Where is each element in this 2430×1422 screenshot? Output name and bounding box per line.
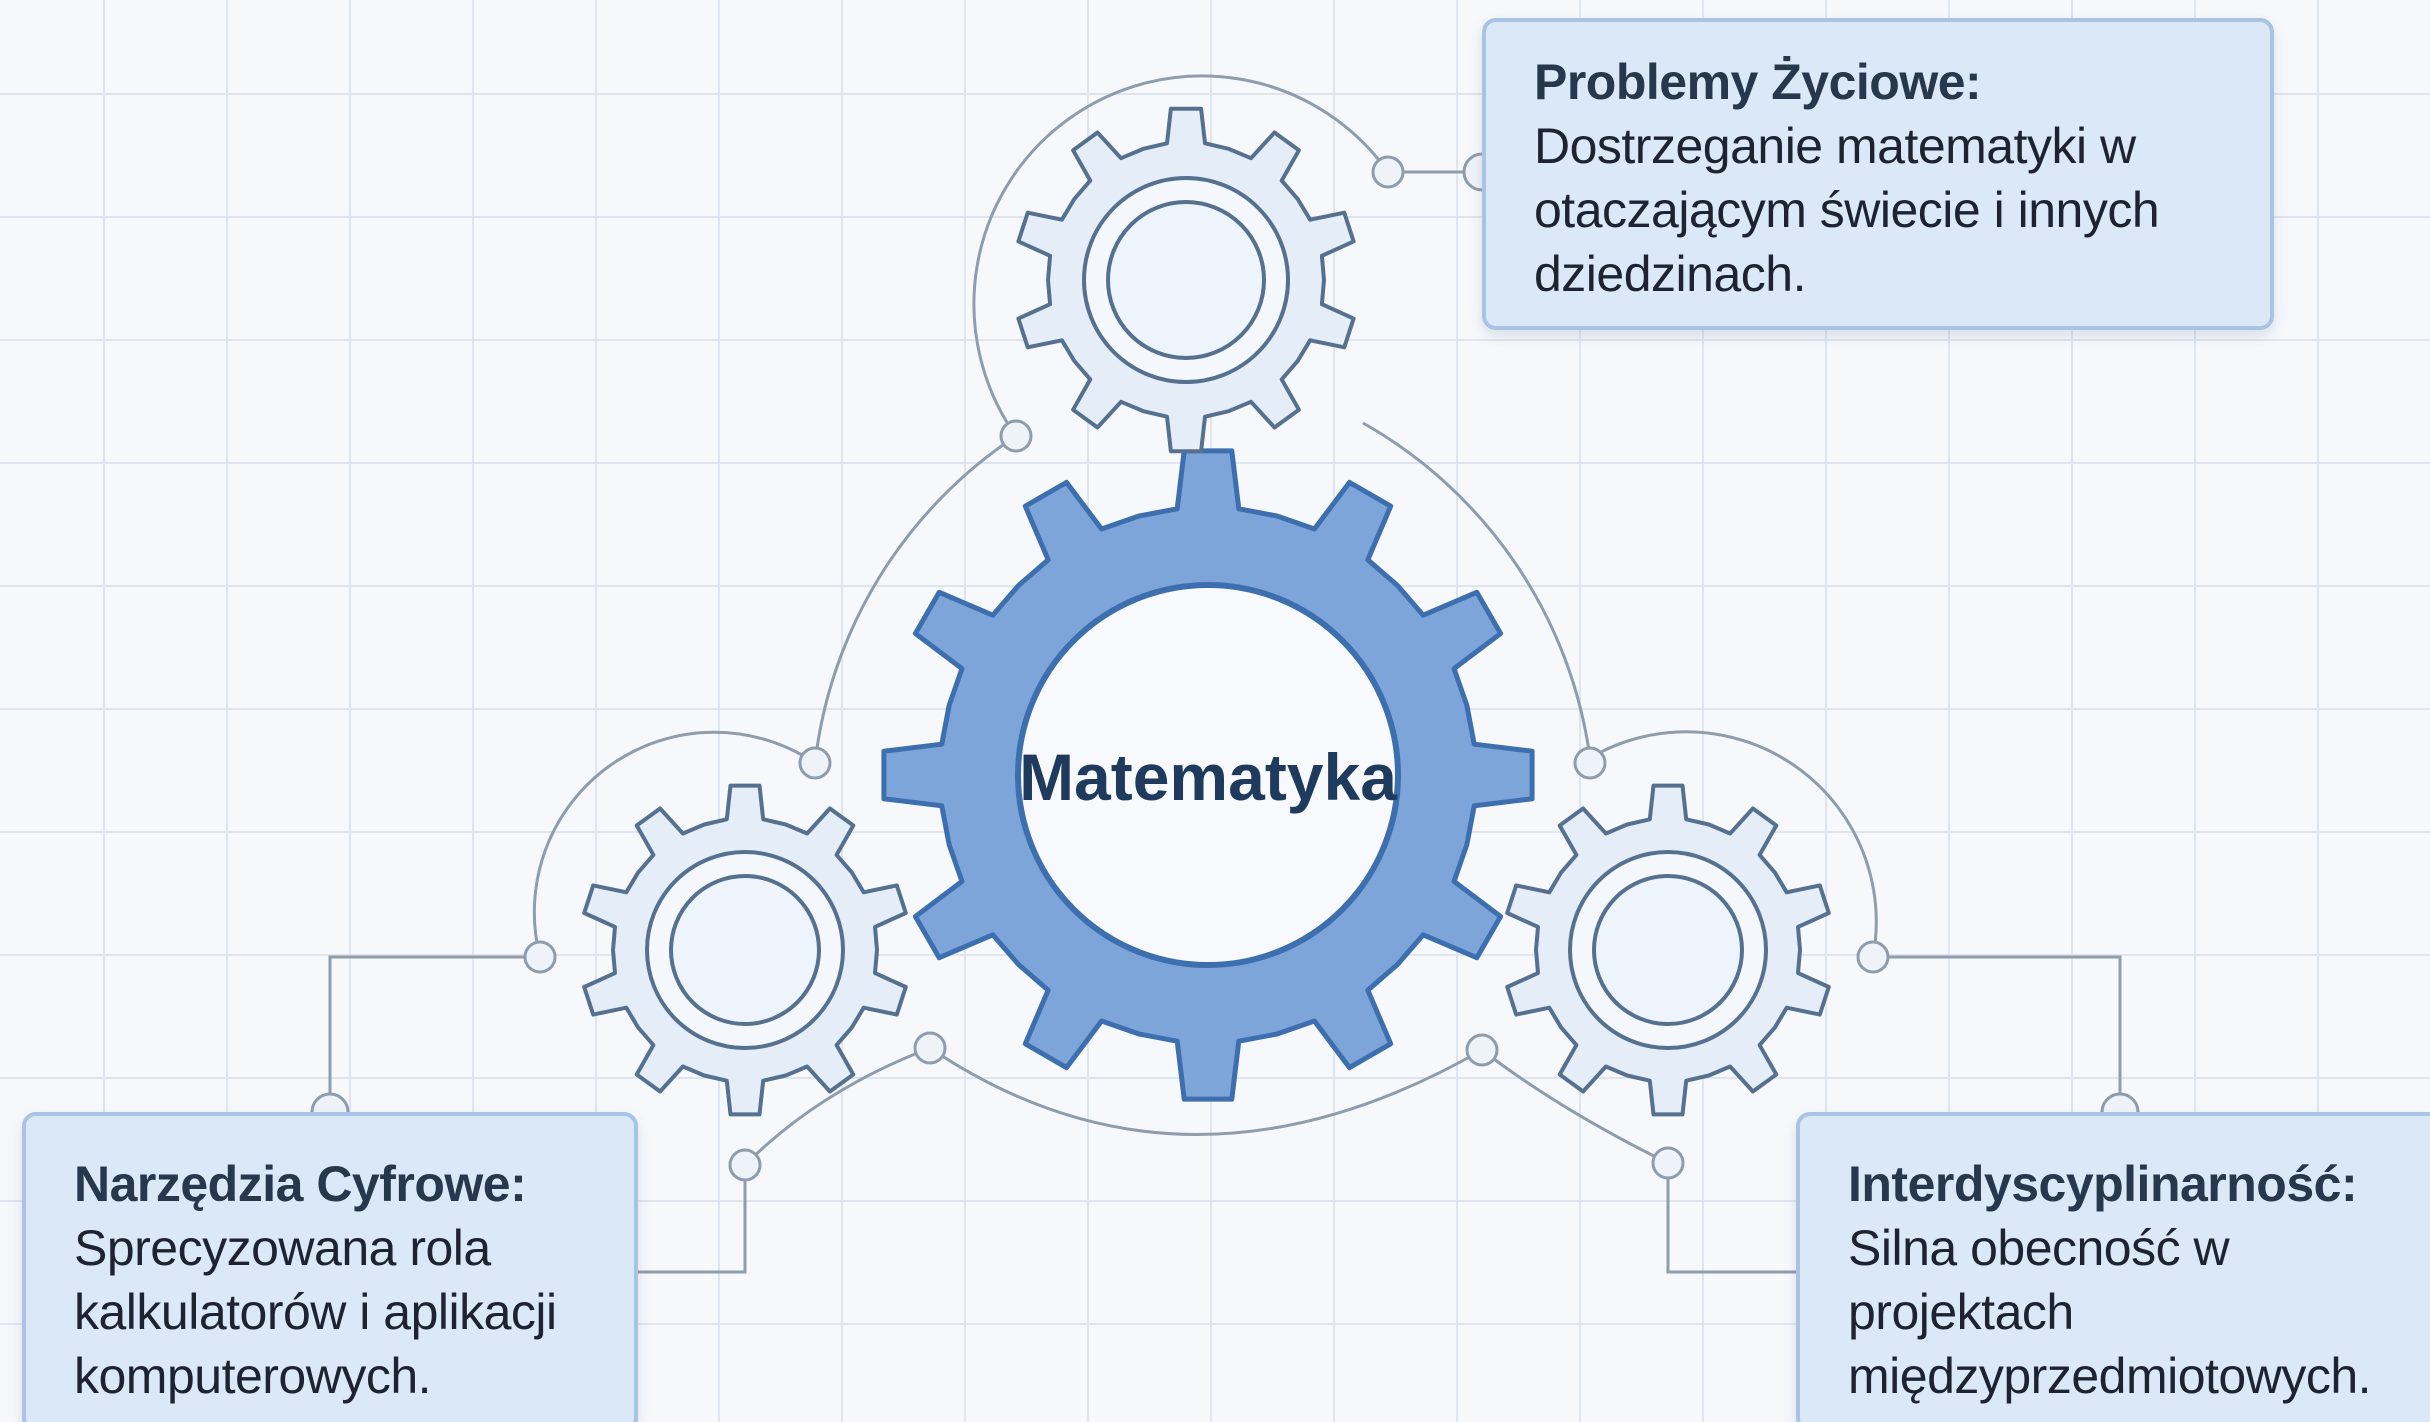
info-card-digital-tools: Narzędzia Cyfrowe: Sprecyzowana rola kal… bbox=[22, 1112, 638, 1422]
card-line: komputerowych. bbox=[74, 1348, 432, 1404]
connector-arc-right-gear bbox=[1589, 730, 1878, 958]
small-gear-icon bbox=[1505, 783, 1831, 1117]
small-gear-icon bbox=[1016, 106, 1356, 454]
connector-nodes bbox=[310, 152, 2140, 1182]
card-line: dziedzinach. bbox=[1534, 246, 1806, 302]
card-title: Narzędzia Cyfrowe: bbox=[74, 1156, 527, 1212]
connector-arc-left-inner bbox=[743, 1046, 931, 1167]
connector-arc-outer-right bbox=[1362, 421, 1592, 759]
connector-arc-left-gear bbox=[532, 730, 816, 958]
connector-right-card-down bbox=[1666, 1163, 1796, 1274]
card-title: Interdyscyplinarność: bbox=[1848, 1156, 2358, 1212]
card-line: Silna obecność w bbox=[1848, 1220, 2230, 1276]
node-left-upper bbox=[798, 746, 832, 780]
connector-arc-bottom bbox=[929, 1046, 1483, 1136]
node-left-gear bbox=[523, 940, 557, 974]
connector-arc-outer-left bbox=[813, 434, 1017, 764]
main-gear-icon: Matematyka bbox=[881, 448, 1535, 1102]
card-line: Sprecyzowana rola bbox=[74, 1220, 491, 1276]
node-top-gear-right bbox=[1371, 155, 1405, 189]
small-gear-icon bbox=[582, 783, 908, 1117]
node-top-gear-left bbox=[999, 419, 1033, 453]
card-line: projektach bbox=[1848, 1284, 2074, 1340]
node-left-inner bbox=[728, 1148, 762, 1182]
card-line: Dostrzeganie matematyki w bbox=[1534, 118, 2136, 174]
info-card-interdisciplinarity: Interdyscyplinarność: Silna obecność w p… bbox=[1796, 1112, 2430, 1422]
connector-lines bbox=[328, 74, 2122, 1274]
center-label: Matematyka bbox=[1019, 740, 1398, 814]
connector-arc-top-gear bbox=[972, 74, 1390, 437]
node-bottom-right bbox=[1465, 1033, 1499, 1067]
node-right-upper bbox=[1573, 746, 1607, 780]
connector-left-card-up bbox=[328, 955, 540, 1112]
card-line: międzyprzedmiotowych. bbox=[1848, 1348, 2372, 1404]
card-line: kalkulatorów i aplikacji bbox=[74, 1284, 557, 1340]
info-card-life-problems: Problemy Życiowe: Dostrzeganie matematyk… bbox=[1482, 18, 2274, 330]
node-right-inner bbox=[1651, 1146, 1685, 1180]
connector-arc-right-inner bbox=[1481, 1048, 1669, 1165]
node-right-gear bbox=[1856, 940, 1890, 974]
connector-left-card-down bbox=[638, 1165, 747, 1274]
card-line: otaczającym świecie i innych bbox=[1534, 182, 2160, 238]
node-bottom-left bbox=[913, 1031, 947, 1065]
card-title: Problemy Życiowe: bbox=[1534, 54, 1982, 110]
connector-right-card-up bbox=[1873, 955, 2122, 1112]
